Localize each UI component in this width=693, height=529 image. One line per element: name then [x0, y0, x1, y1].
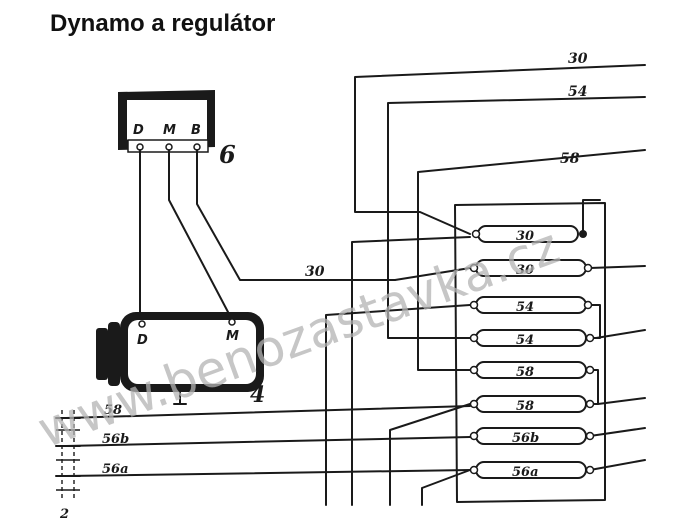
fuse-label-3: 54: [516, 300, 534, 315]
fuse-8: 56a: [469, 461, 595, 480]
fuse-2: 30: [469, 259, 593, 278]
fuse-box-frame: [454, 202, 606, 503]
main-wires: 30 54 58: [65, 51, 646, 506]
fuse-3: 54: [469, 296, 593, 315]
fuse-1: 30: [471, 225, 587, 244]
regulator-terminal-d: D: [133, 123, 144, 138]
fuse-label-5: 58: [516, 365, 534, 380]
top-wire-label-1: 30: [568, 51, 588, 67]
top-wire-label-3: 58: [560, 151, 580, 167]
regulator-box: D M B 6: [118, 90, 236, 169]
fuse-label-4: 54: [516, 333, 534, 348]
fuse-row: 30 30 54 54 58: [469, 225, 595, 480]
fuse-label-8: 56a: [512, 465, 539, 480]
regulator-wires: 30: [139, 149, 471, 317]
regulator-terminal-b: B: [191, 123, 201, 138]
left-wire-label-3: 56a: [102, 462, 129, 477]
fuse-5: 58: [469, 361, 595, 380]
regulator-number: 6: [219, 140, 236, 169]
left-wire-label-2: 56b: [102, 432, 129, 447]
middle-wire-label: 30: [305, 264, 325, 280]
fuse-label-7: 56b: [512, 431, 539, 446]
fuse-label-6: 58: [516, 399, 534, 414]
top-wire-label-2: 54: [568, 84, 587, 100]
fuse-label-2: 30: [516, 263, 534, 278]
regulator-terminal-m: M: [163, 123, 176, 138]
dynamo-terminal-m: M: [226, 329, 239, 344]
fuse-label-1: 30: [516, 229, 534, 244]
dynamo-terminal-d: D: [137, 333, 148, 348]
fuse-6: 58: [469, 395, 595, 414]
left-wire-label-1: 58: [104, 403, 122, 418]
dynamo: D M 4: [96, 312, 265, 408]
dynamo-number: 4: [250, 382, 265, 408]
fuse-7: 56b: [469, 427, 595, 446]
corner-label: 2: [59, 507, 69, 522]
fuse-4: 54: [469, 329, 595, 348]
left-connector: 58 56b 56a 2: [55, 403, 129, 522]
page-title: Dynamo a regulátor: [50, 10, 276, 37]
